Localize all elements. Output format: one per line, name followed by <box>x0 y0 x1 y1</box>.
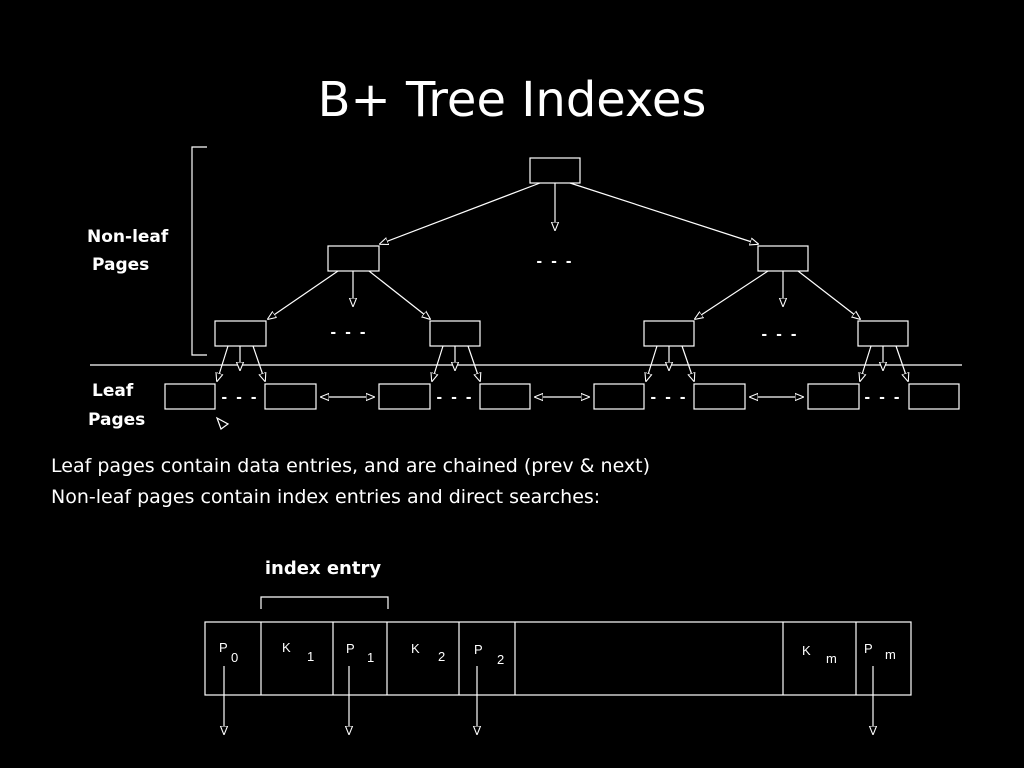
nonleaf-label-line2: Pages <box>92 255 149 275</box>
cell-p2-sub: 2 <box>497 652 504 667</box>
ellipsis-leaf-2: - - - <box>436 390 473 406</box>
level2-node-4 <box>857 320 909 347</box>
leaf-label-line2: Pages <box>88 410 145 430</box>
nonleaf-label-line1: Non-leaf <box>87 227 169 247</box>
index-page-record <box>204 621 912 696</box>
level1-node-left <box>327 245 380 272</box>
cell-k1-sub: 1 <box>307 649 314 664</box>
leaf-page <box>693 383 746 410</box>
leaf-page <box>164 383 216 410</box>
l2-n4-arrow-3 <box>895 345 908 381</box>
l2-n2-arrow-3 <box>467 345 480 381</box>
description-line-2: Non-leaf pages contain index entries and… <box>51 486 600 508</box>
l2-n1-arrow-1 <box>217 345 229 381</box>
index-entry-label: index entry <box>265 558 381 579</box>
cell-k1-main: K <box>282 640 291 655</box>
l2-n3-arrow-3 <box>681 345 694 381</box>
leaf-label-line1: Leaf <box>92 381 134 401</box>
root-node <box>529 157 581 184</box>
cell-pm-main: P <box>864 641 873 656</box>
cell-k2-sub: 2 <box>438 649 445 664</box>
ellipsis-level2-right: - - - <box>761 327 798 343</box>
leaf-page <box>264 383 317 410</box>
level2-node-1 <box>214 320 267 347</box>
level2-node-2 <box>429 320 481 347</box>
cell-k2-main: K <box>411 641 420 656</box>
l2-n3-arrow-1 <box>646 345 658 381</box>
l1-right-arrow-1 <box>695 270 769 319</box>
ellipsis-leaf-1: - - - <box>221 390 258 406</box>
l1-right-arrow-3 <box>797 270 860 319</box>
ellipsis-level1: - - - <box>536 254 573 270</box>
leaf-page <box>378 383 431 410</box>
cell-p1-main: P <box>346 641 355 656</box>
leaf-page <box>593 383 645 410</box>
ellipsis-level2-left: - - - <box>330 325 367 341</box>
cell-p0-sub: 0 <box>231 650 238 665</box>
root-arrow-left <box>380 182 541 244</box>
cell-pm-sub: m <box>885 647 896 662</box>
l1-left-arrow-1 <box>268 270 339 319</box>
cell-km-main: K <box>802 643 811 658</box>
pointer-icon <box>215 416 230 430</box>
leaf-page <box>908 383 960 410</box>
leaf-page <box>479 383 531 410</box>
l2-n2-arrow-1 <box>432 345 444 381</box>
index-entry-bracket <box>260 596 389 609</box>
cell-km-sub: m <box>826 651 837 666</box>
cell-p1-sub: 1 <box>367 650 374 665</box>
level1-node-right <box>757 245 809 272</box>
cell-p2-main: P <box>474 642 483 657</box>
ellipsis-leaf-4: - - - <box>864 390 901 406</box>
leaf-page <box>807 383 860 410</box>
l1-left-arrow-3 <box>368 270 430 319</box>
description-line-1: Leaf pages contain data entries, and are… <box>51 455 650 477</box>
root-arrow-right <box>569 182 758 244</box>
slide-title: B+ Tree Indexes <box>318 72 707 128</box>
level2-node-3 <box>643 320 695 347</box>
l2-n4-arrow-1 <box>860 345 872 381</box>
cell-p0-main: P <box>219 640 228 655</box>
l2-n1-arrow-3 <box>252 345 265 381</box>
ellipsis-leaf-3: - - - <box>650 390 687 406</box>
nonleaf-bracket <box>191 146 207 356</box>
